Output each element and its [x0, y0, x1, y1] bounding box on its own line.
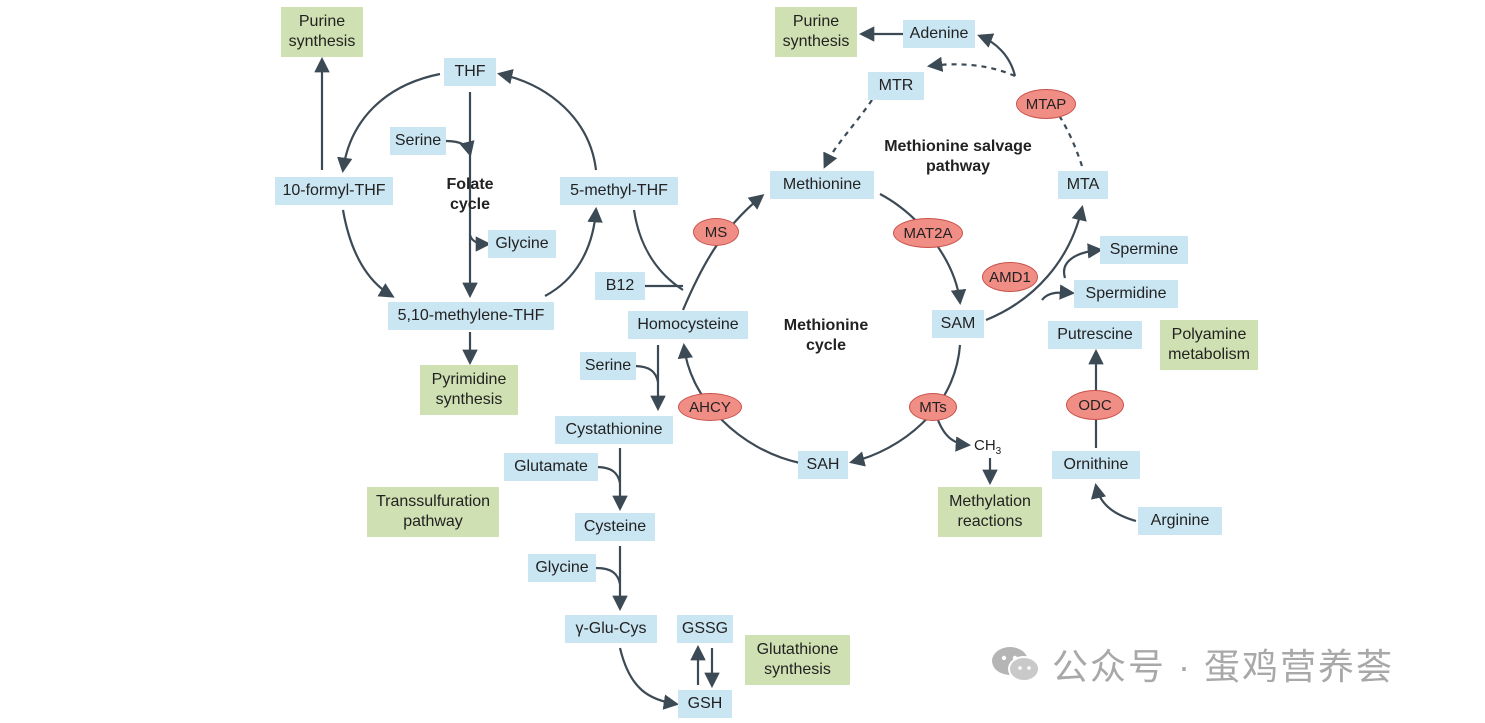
node-putrescine: Putrescine [1048, 321, 1142, 349]
node-b12: B12 [595, 272, 645, 300]
line-methylthf-ms [632, 209, 684, 291]
watermark-text: 公众号 · 蛋鸡营养荟 [1052, 646, 1394, 687]
arrow-arginine-to-ornithine [1091, 482, 1137, 523]
arrow-serine-in [445, 139, 475, 157]
node-cystathionine: Cystathionine [555, 416, 673, 444]
node-gamma-glu-cys: γ-Glu-Cys [565, 615, 657, 643]
node-spermidine: Spermidine [1074, 280, 1178, 308]
node-ornithine: Ornithine [1052, 451, 1140, 479]
arrow-mts-to-ch3 [936, 419, 972, 452]
node-glutamate: Glutamate [504, 453, 598, 481]
arrow-mtap-to-adenine [977, 33, 1017, 77]
node-mta: MTA [1058, 171, 1108, 199]
arrow-thf-to-formyl [337, 72, 441, 174]
node-glycine-folate: Glycine [488, 230, 556, 258]
methylation-reactions-box: Methylation reactions [938, 487, 1042, 537]
label-methionine-salvage: Methionine salvage pathway [884, 138, 1032, 175]
arrow-glycine2-in [595, 566, 622, 585]
wechat-icon [992, 647, 1040, 682]
enzyme-amd1: AMD1 [982, 262, 1038, 292]
node-cysteine: Cysteine [575, 513, 655, 541]
arrow-glutamate-in [595, 465, 622, 484]
node-sah: SAH [798, 451, 848, 479]
arrow-methylene-to-methylthf [544, 206, 603, 297]
arrow-methionine-to-sam [879, 193, 967, 306]
arrow-mtr-to-methionine [823, 99, 873, 169]
enzyme-mat2a: MAT2A [893, 218, 963, 248]
node-sam: SAM [932, 310, 984, 338]
enzyme-mtap: MTAP [1016, 89, 1076, 119]
arrow-mtap-to-mtr [926, 56, 1016, 78]
node-homocysteine: Homocysteine [628, 311, 748, 339]
node-10-formyl-thf: 10-formyl-THF [275, 177, 393, 205]
purine-synthesis-box-1: Purine synthesis [281, 7, 363, 57]
purine-synthesis-box-2: Purine synthesis [775, 7, 857, 57]
node-spermine: Spermine [1100, 236, 1188, 264]
polyamine-metabolism-box: Polyamine metabolism [1160, 320, 1258, 370]
arrow-methylthf-to-thf [496, 69, 598, 171]
node-methionine: Methionine [770, 171, 874, 199]
enzyme-ms: MS [693, 218, 739, 246]
arrow-serine2-in [633, 364, 660, 383]
glutathione-synthesis-box: Glutathione synthesis [745, 635, 850, 685]
pyrimidine-synthesis-box: Pyrimidine synthesis [420, 365, 518, 415]
node-5-methyl-thf: 5-methyl-THF [560, 177, 678, 205]
node-glycine-glutathione: Glycine [528, 554, 596, 582]
arrow-spermidine-to-spermine [1062, 243, 1104, 279]
watermark: 公众号 · 蛋鸡营养荟 [990, 638, 1394, 690]
arrow-putrescine-to-spermidine [1041, 284, 1076, 301]
node-adenine: Adenine [903, 20, 975, 48]
label-ch3: CH3 [974, 437, 1002, 457]
arrow-mta-to-mtap [1059, 116, 1084, 167]
transsulfuration-pathway-box: Transsulfuration pathway [367, 487, 499, 537]
node-mtr: MTR [868, 72, 924, 100]
label-ch3-subscript: 3 [995, 446, 1002, 457]
enzyme-mts: MTs [909, 393, 957, 421]
enzyme-odc: ODC [1066, 390, 1124, 420]
label-methionine-cycle: Methionine cycle [783, 317, 869, 354]
arrow-gglucys-to-gsh [618, 647, 680, 710]
arrow-sam-to-sah [849, 344, 962, 467]
arrow-formyl-to-methylene [341, 209, 395, 298]
arrow-glycine-out [468, 234, 492, 252]
arrow-homocys-to-methionine [681, 194, 765, 311]
arrow-sam-to-mta [985, 204, 1087, 322]
node-arginine: Arginine [1138, 507, 1222, 535]
node-gsh: GSH [678, 690, 732, 718]
node-serine-transsulfuration: Serine [580, 352, 636, 380]
node-serine-folate: Serine [390, 127, 446, 155]
label-folate-cycle: Folate cycle [446, 176, 494, 213]
enzyme-ahcy: AHCY [678, 393, 742, 421]
node-gssg: GSSG [677, 615, 733, 643]
node-5-10-methylene-thf: 5,10-methylene-THF [388, 302, 554, 330]
node-thf: THF [444, 58, 496, 86]
